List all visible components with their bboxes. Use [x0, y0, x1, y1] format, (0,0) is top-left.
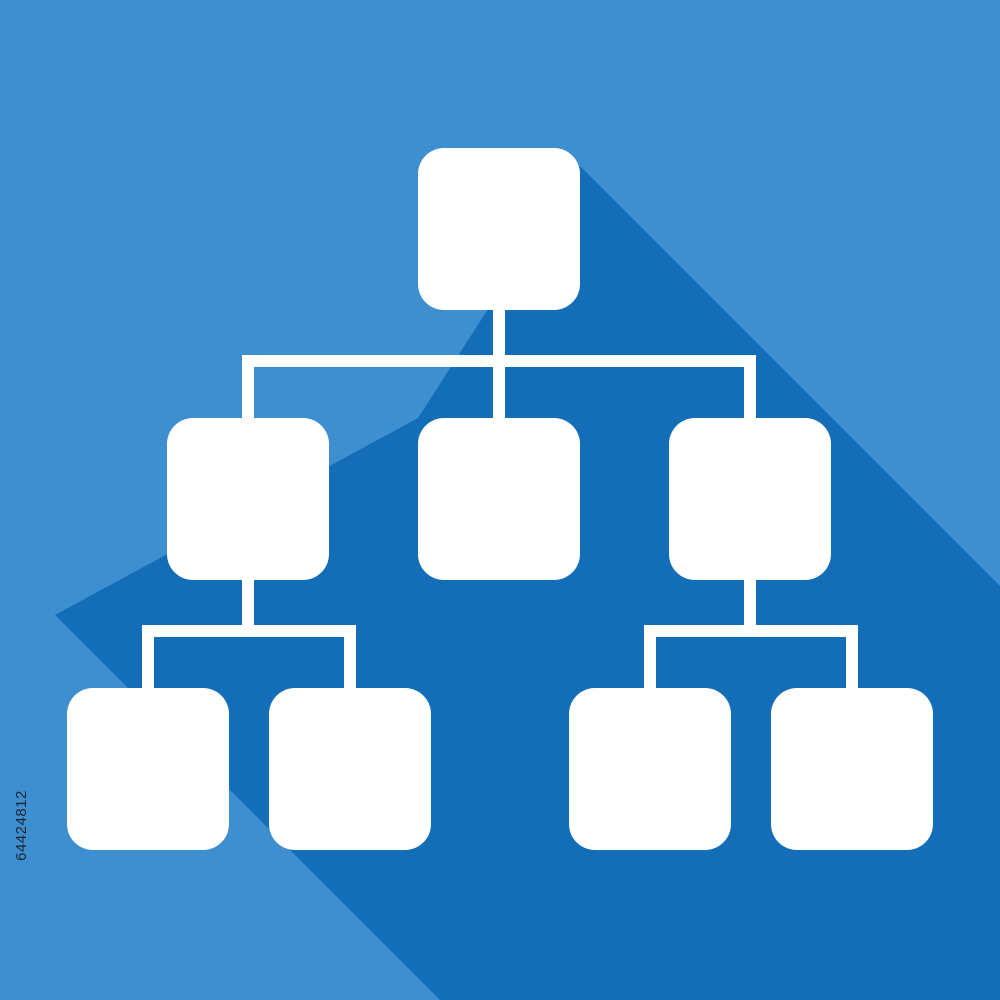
stock-id-text: 64424812 — [12, 789, 30, 861]
connectors — [142, 304, 858, 694]
node-grandchild-right-2 — [771, 688, 933, 850]
node-child-left — [167, 418, 329, 580]
node-grandchild-right-1 — [569, 688, 731, 850]
node-child-right — [669, 418, 831, 580]
stock-id-label: 64424812 — [8, 770, 34, 880]
node-root — [418, 148, 580, 310]
node-child-center — [418, 418, 580, 580]
node-grandchild-left-1 — [67, 688, 229, 850]
nodes — [67, 148, 933, 850]
node-grandchild-left-2 — [269, 688, 431, 850]
